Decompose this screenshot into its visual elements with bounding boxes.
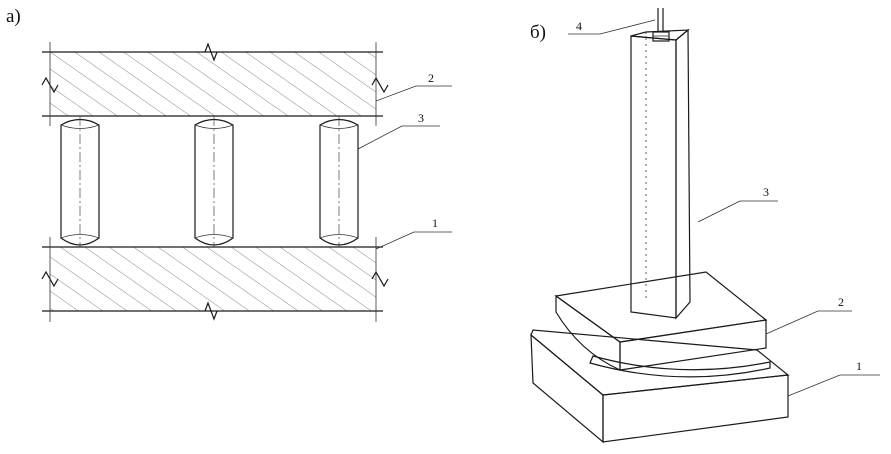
spherical-seat [589, 355, 771, 378]
callout-column: 3 [697, 185, 778, 223]
break-mark-icon [371, 270, 389, 288]
bottom-slab [41, 237, 389, 322]
svg-text:2: 2 [838, 295, 844, 309]
svg-text:1: 1 [856, 359, 862, 373]
panel-b: б) [530, 8, 880, 444]
base-block [530, 329, 790, 444]
break-mark-icon [204, 42, 218, 62]
panel-b-label: б) [530, 22, 546, 43]
callout-bottom-slab: 1 [375, 216, 452, 250]
pin [652, 8, 670, 42]
callout-roller: 3 [357, 111, 440, 150]
roller [60, 116, 100, 247]
break-mark-icon [371, 76, 389, 94]
roller [319, 116, 359, 247]
cap-block [554, 271, 768, 371]
callout-top-slab: 2 [375, 71, 452, 102]
callout-cap: 2 [765, 295, 852, 335]
break-mark-icon [204, 301, 218, 321]
svg-text:3: 3 [418, 111, 424, 125]
callout-base: 1 [787, 359, 880, 397]
column [630, 28, 691, 320]
panel-a-label: а) [6, 6, 21, 27]
panel-a: а) [6, 6, 452, 322]
top-slab [41, 42, 389, 126]
svg-text:3: 3 [763, 185, 769, 199]
callout-pin: 4 [568, 19, 656, 35]
svg-text:4: 4 [576, 19, 582, 33]
svg-text:1: 1 [432, 216, 438, 230]
svg-text:2: 2 [428, 71, 434, 85]
roller [194, 116, 234, 247]
